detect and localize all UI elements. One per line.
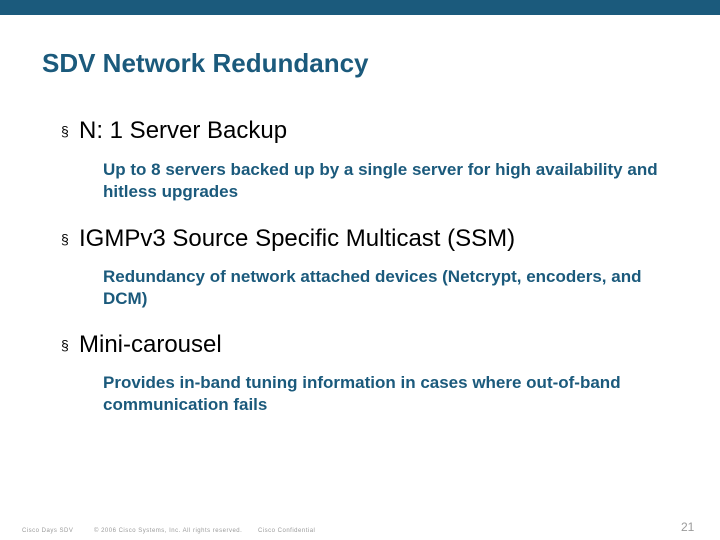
bullet-item-mini-carousel: § Mini-carousel [61, 331, 222, 359]
bullet-item-server-backup: § N: 1 Server Backup [61, 117, 287, 145]
footer-copyright: © 2006 Cisco Systems, Inc. All rights re… [94, 528, 243, 534]
bullet-heading: Mini-carousel [79, 331, 222, 358]
bullet-detail: Redundancy of network attached devices (… [103, 267, 642, 308]
bullet-heading: N: 1 Server Backup [79, 117, 288, 144]
bullet-marker: § [61, 337, 69, 353]
bullet-marker: § [61, 123, 69, 139]
bullet-detail: Up to 8 servers backed up by a single se… [103, 160, 658, 201]
footer-event: Cisco Days SDV [22, 528, 74, 534]
page-number: 21 [681, 520, 695, 534]
bullet-heading: IGMPv3 Source Specific Multicast (SSM) [79, 225, 516, 252]
bullet-detail: Provides in-band tuning information in c… [103, 373, 621, 414]
bullet-item-igmpv3-ssm: § IGMPv3 Source Specific Multicast (SSM) [61, 225, 515, 253]
bullet-marker: § [61, 231, 69, 247]
top-accent-bar [0, 0, 720, 15]
slide-title: SDV Network Redundancy [42, 48, 369, 78]
footer-classification: Cisco Confidential [258, 528, 316, 534]
